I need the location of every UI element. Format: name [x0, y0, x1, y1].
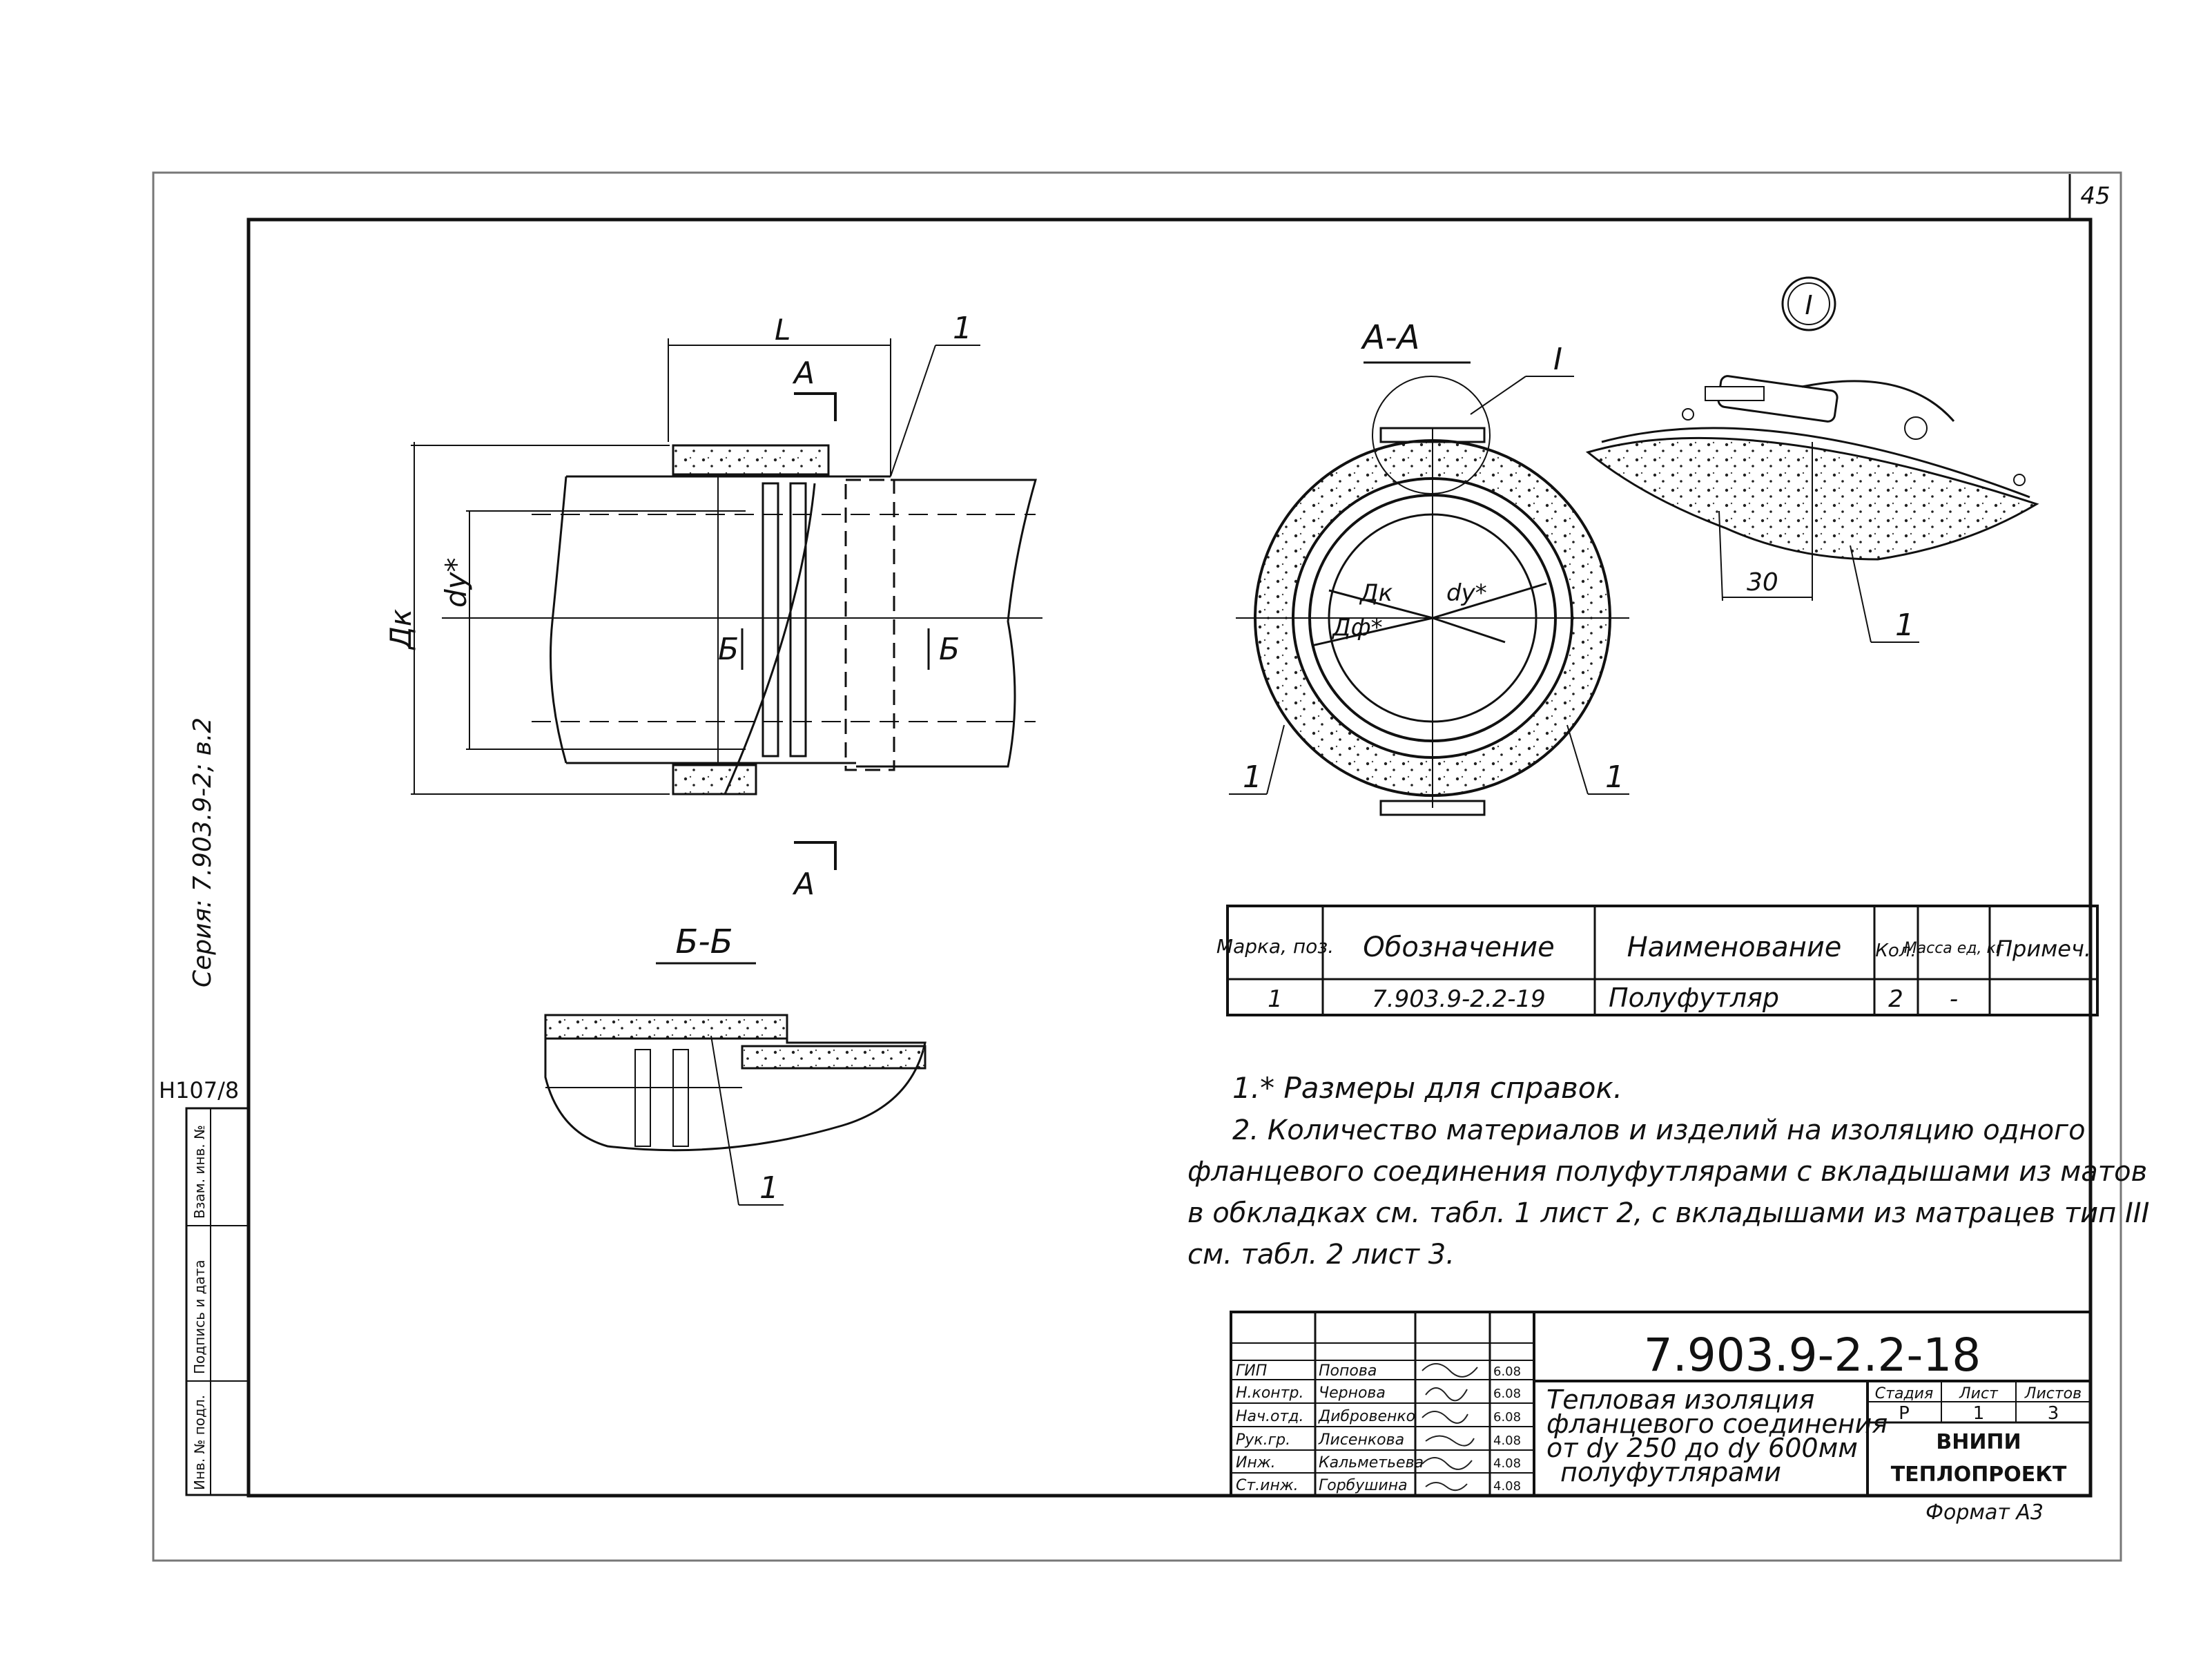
svg-text:1: 1 — [1895, 608, 1914, 643]
staff-date: 6.08 — [1493, 1410, 1521, 1425]
section-aa-labels: А-А I Дк dу* Дф* 1 1 — [1243, 318, 1624, 795]
staff-date: 6.08 — [1493, 1387, 1521, 1401]
svg-text:1: 1 — [1605, 760, 1624, 795]
note-line: фланцевого соединения полуфутлярами с вк… — [1187, 1156, 2147, 1188]
main-view-labels: L Дк dу* А А Б Б 1 — [384, 311, 972, 902]
title-line: от dу 250 до dу 600мм — [1546, 1433, 1858, 1463]
staff-name: Горбушина — [1319, 1477, 1408, 1494]
title-line: фланцевого соединения — [1546, 1409, 1888, 1439]
staff-name: Кальметьева — [1319, 1454, 1424, 1471]
staff-date: 4.08 — [1493, 1456, 1521, 1471]
title-block-grid — [1230, 1311, 2092, 1497]
stage-header: Стадия — [1875, 1385, 1933, 1402]
svg-text:I: I — [1553, 342, 1562, 377]
spec-header-mark: Марка, поз. — [1216, 935, 1334, 958]
outer-frame — [152, 171, 2122, 1562]
note-line: 1.* Размеры для справок. — [1232, 1071, 1622, 1105]
note-line: в обкладках см. табл. 1 лист 2, с вклады… — [1187, 1197, 2149, 1229]
spec-cell: Полуфутляр — [1609, 983, 1779, 1013]
svg-text:Дк: Дк — [1359, 579, 1393, 607]
detail-i-labels: I 30 1 — [1747, 290, 1914, 643]
spec-header-note: Примеч. — [1996, 936, 2091, 962]
sheet-header: Лист — [1959, 1385, 1999, 1402]
note-line: см. табл. 2 лист 3. — [1187, 1239, 1455, 1271]
spec-table — [1226, 905, 2099, 1016]
stage-value: Р — [1899, 1403, 1910, 1424]
svg-text:L: L — [775, 313, 790, 347]
staff-date: 4.08 — [1493, 1479, 1521, 1494]
inner-frame — [246, 218, 2093, 1498]
svg-text:dу*: dу* — [1446, 579, 1487, 607]
svg-text:Б: Б — [718, 632, 739, 667]
section-bb-view — [544, 962, 926, 1206]
svg-text:А-А: А-А — [1361, 318, 1420, 357]
org-name: ВНИПИ — [1936, 1430, 2021, 1454]
title-block-text: 7.903.9-2.2-18 Тепловая изоляция фланцев… — [1236, 1329, 2082, 1525]
staff-date: 6.08 — [1493, 1364, 1521, 1379]
svg-text:1: 1 — [759, 1170, 779, 1206]
staff-date: 4.08 — [1493, 1434, 1521, 1448]
detail-i-view — [1585, 276, 2039, 643]
note-line: 2. Количество материалов и изделий на из… — [1232, 1114, 2086, 1146]
spec-header-designation: Обозначение — [1363, 932, 1555, 963]
section-bb-labels: Б-Б 1 — [675, 923, 779, 1206]
series-label: Серия: 7.903.9-2; в.2 — [188, 717, 217, 987]
section-aa-view — [1229, 361, 1629, 816]
svg-text:Дк: Дк — [384, 608, 418, 650]
staff-name: Попова — [1319, 1362, 1377, 1380]
svg-text:1: 1 — [1243, 760, 1262, 795]
document-code: 7.903.9-2.2-18 — [1644, 1329, 1981, 1382]
svg-text:I: I — [1805, 290, 1812, 320]
spec-cell: - — [1950, 985, 1958, 1013]
title-line: полуфутлярами — [1560, 1457, 1781, 1487]
svg-text:30: 30 — [1747, 568, 1778, 597]
format-label: Формат А3 — [1925, 1500, 2044, 1525]
notes: 1.* Размеры для справок. 2. Количество м… — [1187, 1071, 2149, 1271]
svg-text:Взам. инв. №: Взам. инв. № — [191, 1125, 208, 1219]
svg-text:Подпись и дата: Подпись и дата — [191, 1260, 208, 1374]
staff-role: Инж. — [1236, 1454, 1276, 1471]
spec-cell: 7.903.9-2.2-19 — [1372, 985, 1546, 1013]
spec-cell: 1 — [1268, 985, 1283, 1013]
spec-header-name: Наименование — [1627, 932, 1842, 963]
spec-header-qty: Кол. — [1875, 940, 1916, 961]
svg-text:Б-Б: Б-Б — [675, 923, 733, 961]
spec-header-mass: Масса ед, кг — [1904, 940, 2004, 957]
sheet-number: 45 — [2080, 182, 2110, 210]
signature-marks — [1422, 1363, 1478, 1492]
staff-role: Ст.инж. — [1236, 1477, 1299, 1494]
spec-table-text: Марка, поз. Обозначение Наименование Кол… — [1216, 932, 2091, 1013]
sheets-header: Листов — [2024, 1385, 2082, 1402]
staff-role: Нач.отд. — [1236, 1408, 1304, 1425]
svg-text:Б: Б — [939, 632, 960, 667]
svg-text:А: А — [792, 867, 815, 902]
main-view — [411, 338, 1042, 870]
staff-name: Лисенкова — [1318, 1431, 1404, 1449]
archive-code: Н107/8 — [159, 1077, 239, 1103]
svg-text:А: А — [792, 356, 815, 391]
spec-cell: 2 — [1888, 985, 1903, 1013]
org-name: ТЕПЛОПРОЕКТ — [1891, 1463, 2067, 1487]
sheets-value: 3 — [2048, 1403, 2059, 1424]
svg-text:1: 1 — [953, 311, 972, 346]
title-line: Тепловая изоляция — [1546, 1384, 1814, 1415]
staff-role: ГИП — [1236, 1362, 1267, 1380]
staff-name: Чернова — [1319, 1384, 1386, 1402]
svg-text:Дф*: Дф* — [1331, 614, 1383, 641]
staff-role: Рук.гр. — [1236, 1431, 1290, 1449]
svg-text:Инв. № подл.: Инв. № подл. — [191, 1395, 208, 1490]
staff-name: Дибровенко — [1318, 1408, 1415, 1425]
svg-text:dу*: dу* — [439, 557, 473, 608]
staff-role: Н.контр. — [1236, 1384, 1303, 1402]
sheet-value: 1 — [1973, 1403, 1985, 1424]
side-stamp: Инв. № подл. Подпись и дата Взам. инв. № — [185, 1107, 250, 1496]
